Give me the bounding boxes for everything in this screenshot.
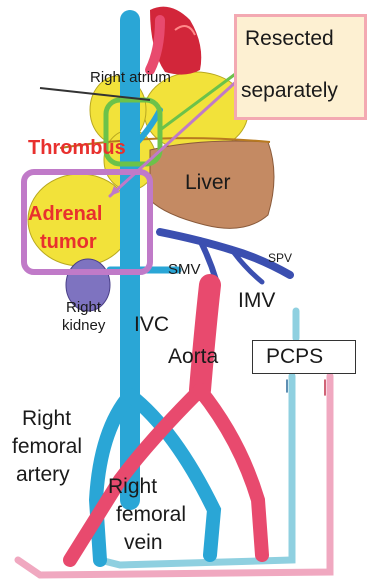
resected-label: Resected bbox=[245, 28, 334, 49]
smv-label: SMV bbox=[168, 262, 201, 277]
right-femoral-vein-line1: Right bbox=[108, 476, 157, 497]
right-femoral-vein-line2: femoral bbox=[116, 504, 186, 525]
right-femoral-artery-line2: femoral bbox=[12, 436, 82, 457]
right-kidney-label-line2: kidney bbox=[62, 318, 105, 333]
right-atrium-label: Right atrium bbox=[90, 70, 171, 85]
separately-label: separately bbox=[241, 80, 338, 101]
ivc-label: IVC bbox=[134, 314, 169, 335]
imv-label: IMV bbox=[238, 290, 275, 311]
aorta-label: Aorta bbox=[168, 346, 218, 367]
right-femoral-artery-line1: Right bbox=[22, 408, 71, 429]
adrenal-label: Adrenal bbox=[28, 204, 102, 224]
spv-label: SPV bbox=[268, 252, 292, 264]
right-femoral-artery-line3: artery bbox=[16, 464, 70, 485]
liver-label: Liver bbox=[185, 172, 231, 193]
thrombus-label: Thrombus bbox=[28, 138, 126, 158]
tumor-label: tumor bbox=[40, 232, 97, 252]
pcps-label: PCPS bbox=[266, 346, 323, 367]
right-femoral-vein-line3: vein bbox=[124, 532, 163, 553]
right-kidney-label-line1: Right bbox=[66, 300, 101, 315]
